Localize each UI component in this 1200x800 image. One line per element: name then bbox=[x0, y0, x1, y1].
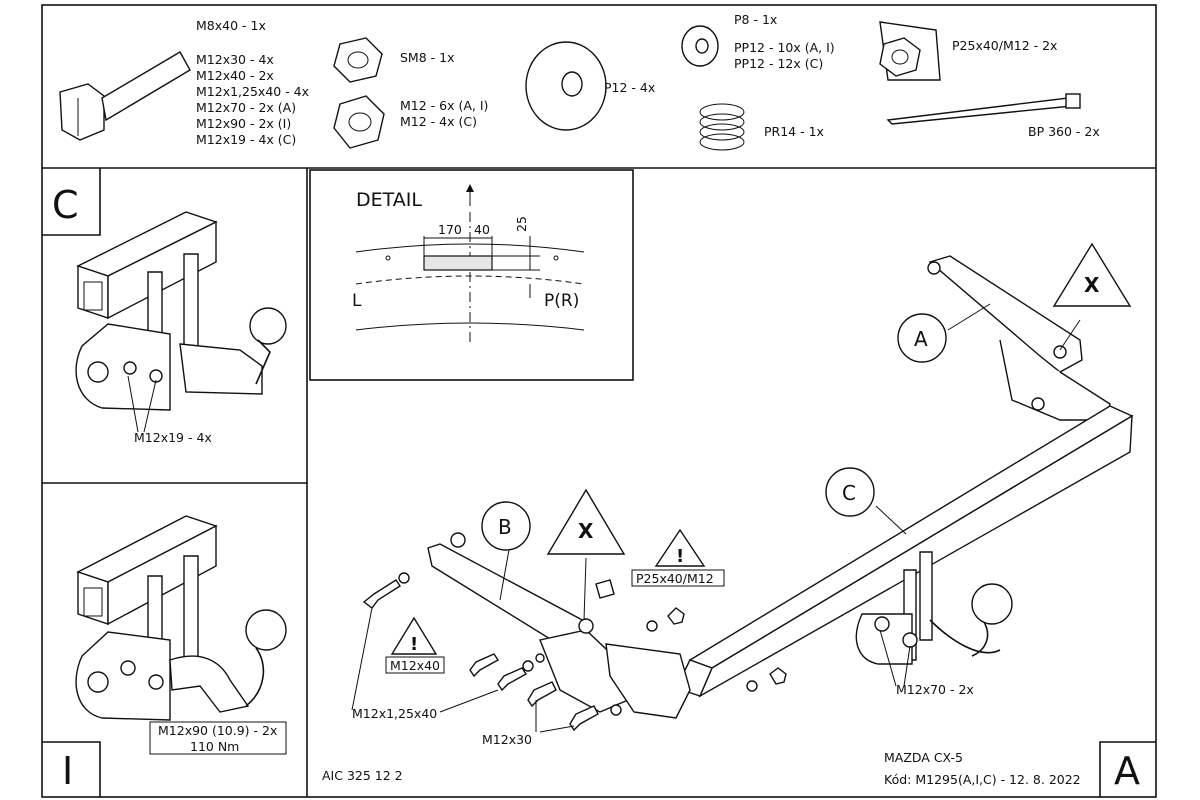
x-mark-right: X bbox=[1084, 273, 1100, 297]
crossbar-c-drawing bbox=[675, 405, 1134, 698]
callout-label-a: A bbox=[914, 327, 928, 351]
bolt-m12x70-label: M12x70 - 2x (A) bbox=[196, 100, 296, 115]
variant-i-bolt-note: M12x90 (10.9) - 2x bbox=[158, 723, 277, 738]
corner-box-c bbox=[42, 168, 101, 236]
nut-m12-a-label: M12 - 6x (A, I) bbox=[400, 98, 488, 113]
variant-i-note-box bbox=[149, 721, 287, 755]
detail-box bbox=[309, 169, 634, 381]
tow-ball-drawing bbox=[855, 551, 1013, 665]
bolt-icon bbox=[59, 51, 191, 141]
bracket-a-drawing bbox=[927, 255, 1111, 421]
variant-c-bolt-note: M12x19 - 4x bbox=[134, 430, 212, 445]
leader-lines bbox=[351, 303, 1081, 733]
m12x30-label: M12x30 bbox=[482, 732, 532, 747]
detail-dim-40: 40 bbox=[474, 222, 490, 237]
callout-label-b: B bbox=[498, 515, 512, 539]
p25-label-box bbox=[631, 569, 725, 587]
m12x40-label: M12x40 bbox=[390, 658, 440, 673]
plate-p25x40-icon bbox=[879, 21, 941, 81]
spring-pr14-icon bbox=[699, 103, 745, 151]
washer-pp12-a-label: PP12 - 10x (A, I) bbox=[734, 40, 835, 55]
detail-right-label: P(R) bbox=[544, 291, 579, 311]
washer-p8-icon bbox=[681, 25, 719, 67]
vehicle-model: MAZDA CX-5 bbox=[884, 750, 963, 765]
p25-label: P25x40/M12 bbox=[636, 571, 714, 586]
washer-p12-icon bbox=[525, 41, 607, 131]
washer-pp12-c-label: PP12 - 12x (C) bbox=[734, 56, 823, 71]
variant-c-drawing bbox=[75, 211, 287, 433]
warning-triangle-m12x40 bbox=[390, 616, 438, 655]
callout-circle-a bbox=[897, 313, 947, 363]
detail-dim-170: 170 bbox=[438, 222, 462, 237]
plate-p25x40-label: P25x40/M12 - 2x bbox=[952, 38, 1057, 53]
bolt-m12x19-label: M12x19 - 4x (C) bbox=[196, 132, 296, 147]
corner-box-a bbox=[1099, 741, 1156, 797]
nut-m12-c-label: M12 - 4x (C) bbox=[400, 114, 477, 129]
detail-hole-marker bbox=[423, 255, 493, 271]
m12x70-label: M12x70 - 2x bbox=[896, 682, 974, 697]
bolt-m12x30-label: M12x30 - 4x bbox=[196, 52, 274, 67]
nut-sm8-label: SM8 - 1x bbox=[400, 50, 454, 65]
bolt-m12x40-label: M12x40 - 2x bbox=[196, 68, 274, 83]
m12x40-label-box bbox=[385, 656, 445, 674]
x-warning-triangle-right bbox=[1052, 242, 1132, 307]
warning-mark-m12x40: ! bbox=[410, 634, 418, 655]
warning-triangle-p25 bbox=[654, 528, 706, 567]
cable-tie-label: BP 360 - 2x bbox=[1028, 124, 1100, 139]
x-warning-triangle-left bbox=[546, 488, 626, 555]
variant-i-drawing bbox=[75, 515, 287, 721]
bracket-b-drawing bbox=[427, 532, 691, 719]
detail-title: DETAIL bbox=[356, 189, 422, 211]
spring-pr14-label: PR14 - 1x bbox=[764, 124, 824, 139]
variant-letter-a: A bbox=[1114, 749, 1140, 793]
corner-box-i bbox=[42, 741, 101, 797]
part-code: AIC 325 12 2 bbox=[322, 768, 403, 783]
variant-letter-c: C bbox=[52, 183, 79, 227]
variant-letter-i: I bbox=[62, 749, 73, 793]
callout-circle-c bbox=[825, 467, 875, 517]
washer-p8-label: P8 - 1x bbox=[734, 12, 777, 27]
callout-label-c: C bbox=[842, 481, 856, 505]
bolt-m12x125x40-label: M12x1,25x40 - 4x bbox=[196, 84, 309, 99]
bolt-m12x90-label: M12x90 - 2x (I) bbox=[196, 116, 291, 131]
warning-mark-p25: ! bbox=[676, 546, 684, 567]
nut-sm8-icon bbox=[333, 37, 383, 83]
loose-fasteners bbox=[362, 572, 787, 732]
variant-i-torque-note: 110 Nm bbox=[190, 739, 239, 754]
detail-left-label: L bbox=[352, 291, 362, 311]
detail-drawing: DETAIL bbox=[355, 184, 585, 346]
nut-m12-icon bbox=[333, 95, 385, 149]
callout-circle-b bbox=[481, 501, 531, 551]
detail-dim-25: 25 bbox=[514, 216, 529, 232]
m12x125x40-label: M12x1,25x40 bbox=[352, 706, 437, 721]
document-code: Kód: M1295(A,I,C) - 12. 8. 2022 bbox=[884, 772, 1081, 787]
cable-tie-icon bbox=[886, 93, 1081, 125]
bolt-m8x40-label: M8x40 - 1x bbox=[196, 18, 266, 33]
x-mark-left: X bbox=[578, 519, 594, 543]
outer-frame bbox=[41, 4, 1157, 798]
washer-p12-label: P12 - 4x bbox=[604, 80, 655, 95]
